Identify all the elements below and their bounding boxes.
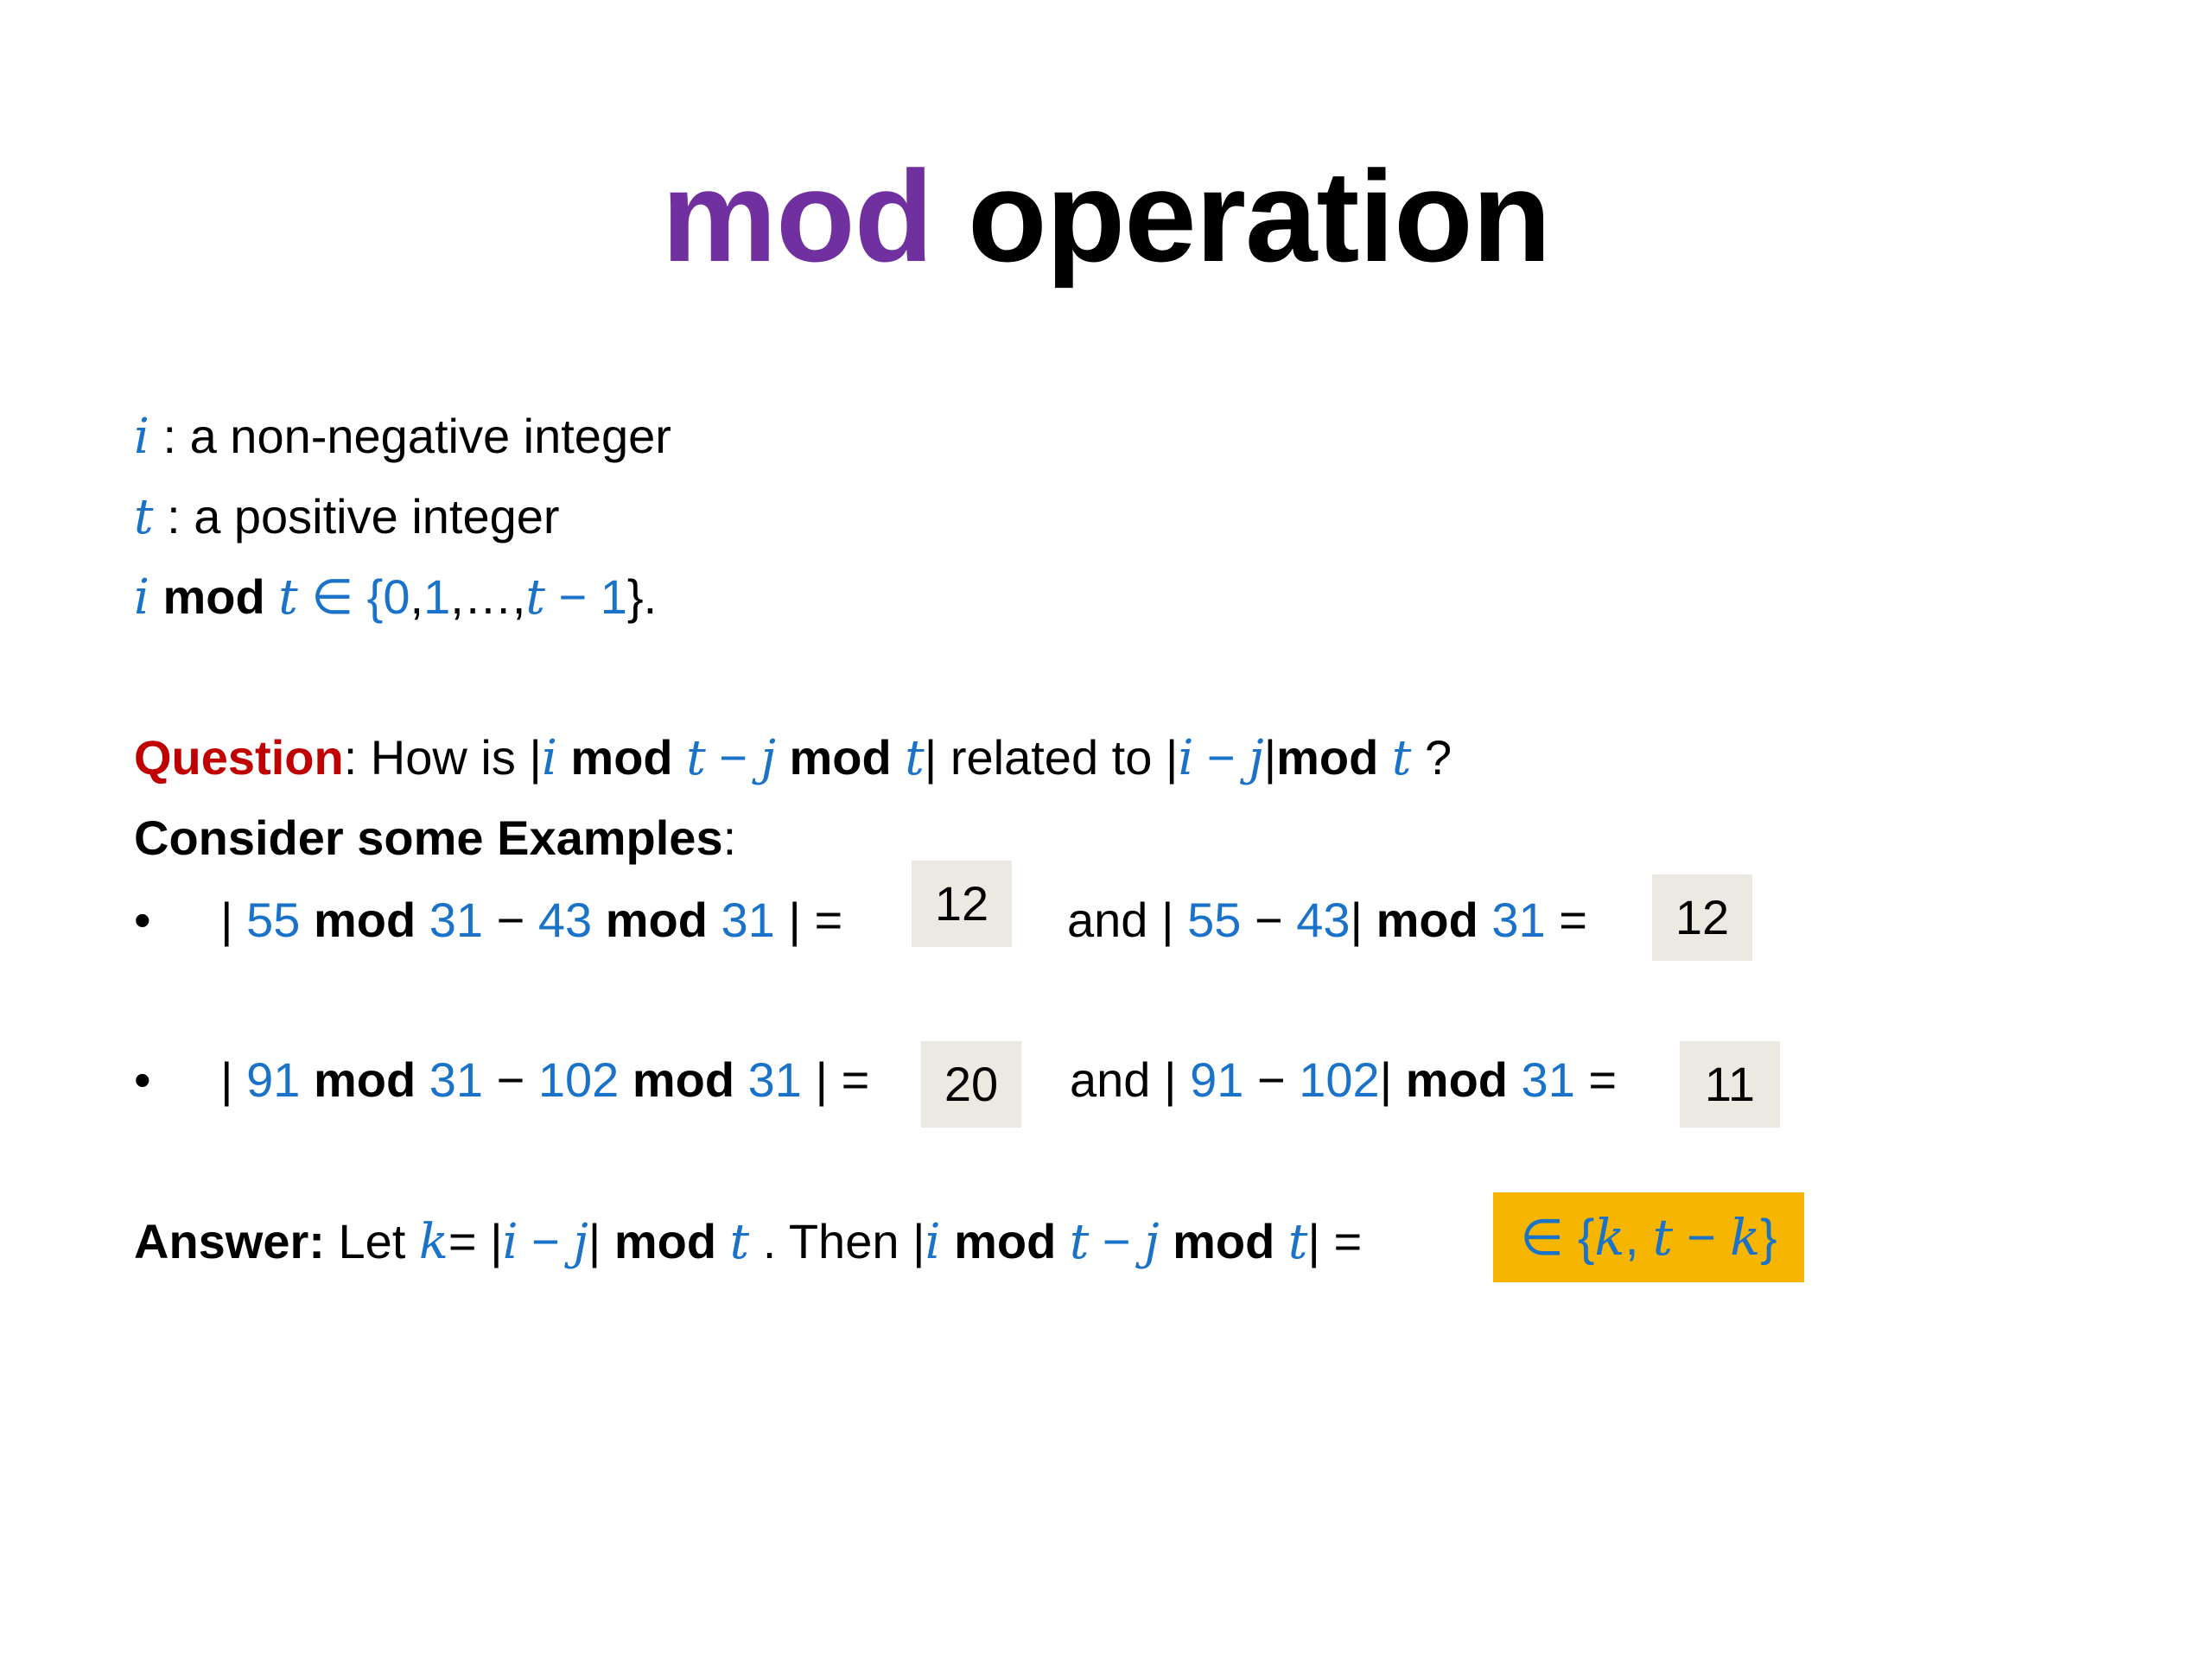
example-1-bullet: •: [134, 893, 151, 947]
example-1-lhs-result: 12: [912, 861, 1012, 947]
definition-range: i mod t ∈ {0,1,…,t − 1}.: [134, 569, 658, 626]
answer-line: Answer: Let k= |i − j| mod t . Then |i m…: [134, 1214, 1363, 1270]
answer-result-box: ∈ {k, t − k}: [1493, 1192, 1804, 1282]
consider-heading: Consider some Examples:: [134, 810, 737, 865]
example-2-rhs-result: 11: [1680, 1041, 1780, 1128]
definition-t: t : a positive integer: [134, 489, 560, 545]
question-line: Question: How is |i mod t − j mod t| rel…: [134, 730, 1452, 786]
example-1-rhs: and | 55 − 43| mod 31 =: [1067, 893, 1587, 947]
definition-i: i : a non-negative integer: [134, 409, 671, 465]
example-2-lhs-result: 20: [921, 1041, 1021, 1128]
slide-title: mod operation: [0, 138, 2212, 294]
answer-label: Answer:: [134, 1214, 325, 1268]
title-mod: mod: [661, 143, 934, 289]
example-2-lhs: | 91 mod 31 − 102 mod 31 | =: [220, 1052, 870, 1107]
example-1-lhs: | 55 mod 31 − 43 mod 31 | =: [220, 893, 843, 947]
example-1-rhs-result: 12: [1652, 874, 1752, 961]
question-label: Question: [134, 730, 344, 785]
example-2-rhs: and | 91 − 102| mod 31 =: [1070, 1052, 1618, 1107]
title-operation: operation: [967, 143, 1551, 289]
example-2-bullet: •: [134, 1052, 151, 1107]
